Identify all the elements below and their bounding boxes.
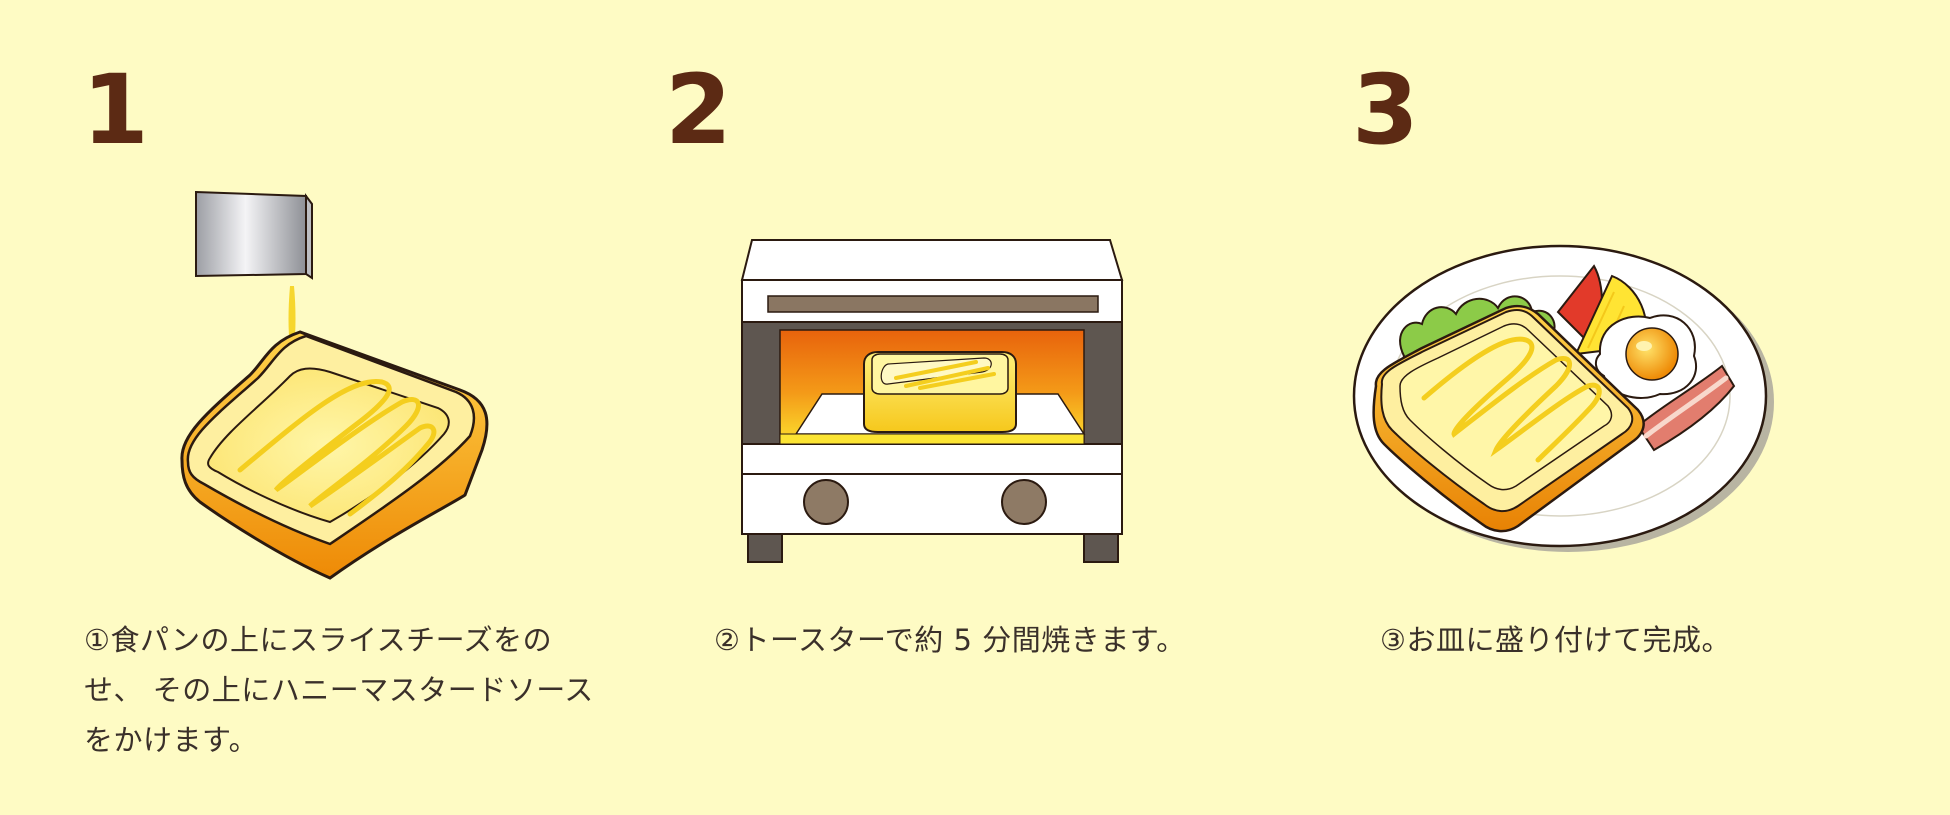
caption-line: ①食パンの上にスライスチーズをの <box>84 623 553 657</box>
toast-in-oven-icon <box>863 351 1017 433</box>
step-caption: ①食パンの上にスライスチーズをの せ、 その上にハニーマスタードソース をかけま… <box>84 615 594 765</box>
caption-line: をかけます。 <box>84 723 259 757</box>
finished-plate-illustration <box>1342 236 1778 556</box>
step-2: 2 <box>650 0 1300 815</box>
step-number: 2 <box>665 54 732 166</box>
toast-with-cheese-and-sauce-illustration <box>170 180 510 590</box>
caption-line: ②トースターで約 5 分間焼きます。 <box>714 623 1186 657</box>
toaster-oven-icon <box>740 239 1124 563</box>
cheese-slice-icon <box>195 190 313 280</box>
toast-on-plate-icon <box>1372 304 1645 533</box>
oven-lid <box>740 239 1124 281</box>
caption-line: ③お皿に盛り付けて完成。 <box>1380 623 1731 657</box>
step-1: 1 <box>0 0 650 815</box>
oven-knob-right-icon <box>1001 479 1047 525</box>
oven-shelf-glow <box>779 433 1085 445</box>
caption-line: せ、 その上にハニーマスタードソース <box>84 673 594 707</box>
toast-with-cheese-icon <box>180 190 489 580</box>
finished-plate-icon <box>1352 244 1774 552</box>
step-number: 3 <box>1352 54 1419 166</box>
step-caption: ②トースターで約 5 分間焼きます。 <box>714 615 1186 665</box>
oven-handle <box>767 295 1099 313</box>
step-caption: ③お皿に盛り付けて完成。 <box>1380 615 1731 665</box>
step-number: 1 <box>82 54 149 166</box>
toast-bread-icon <box>180 330 489 580</box>
egg-yolk-icon <box>1625 327 1679 381</box>
oven-knob-left-icon <box>803 479 849 525</box>
toaster-oven-illustration <box>738 238 1128 578</box>
step-3: 3 <box>1300 0 1950 815</box>
